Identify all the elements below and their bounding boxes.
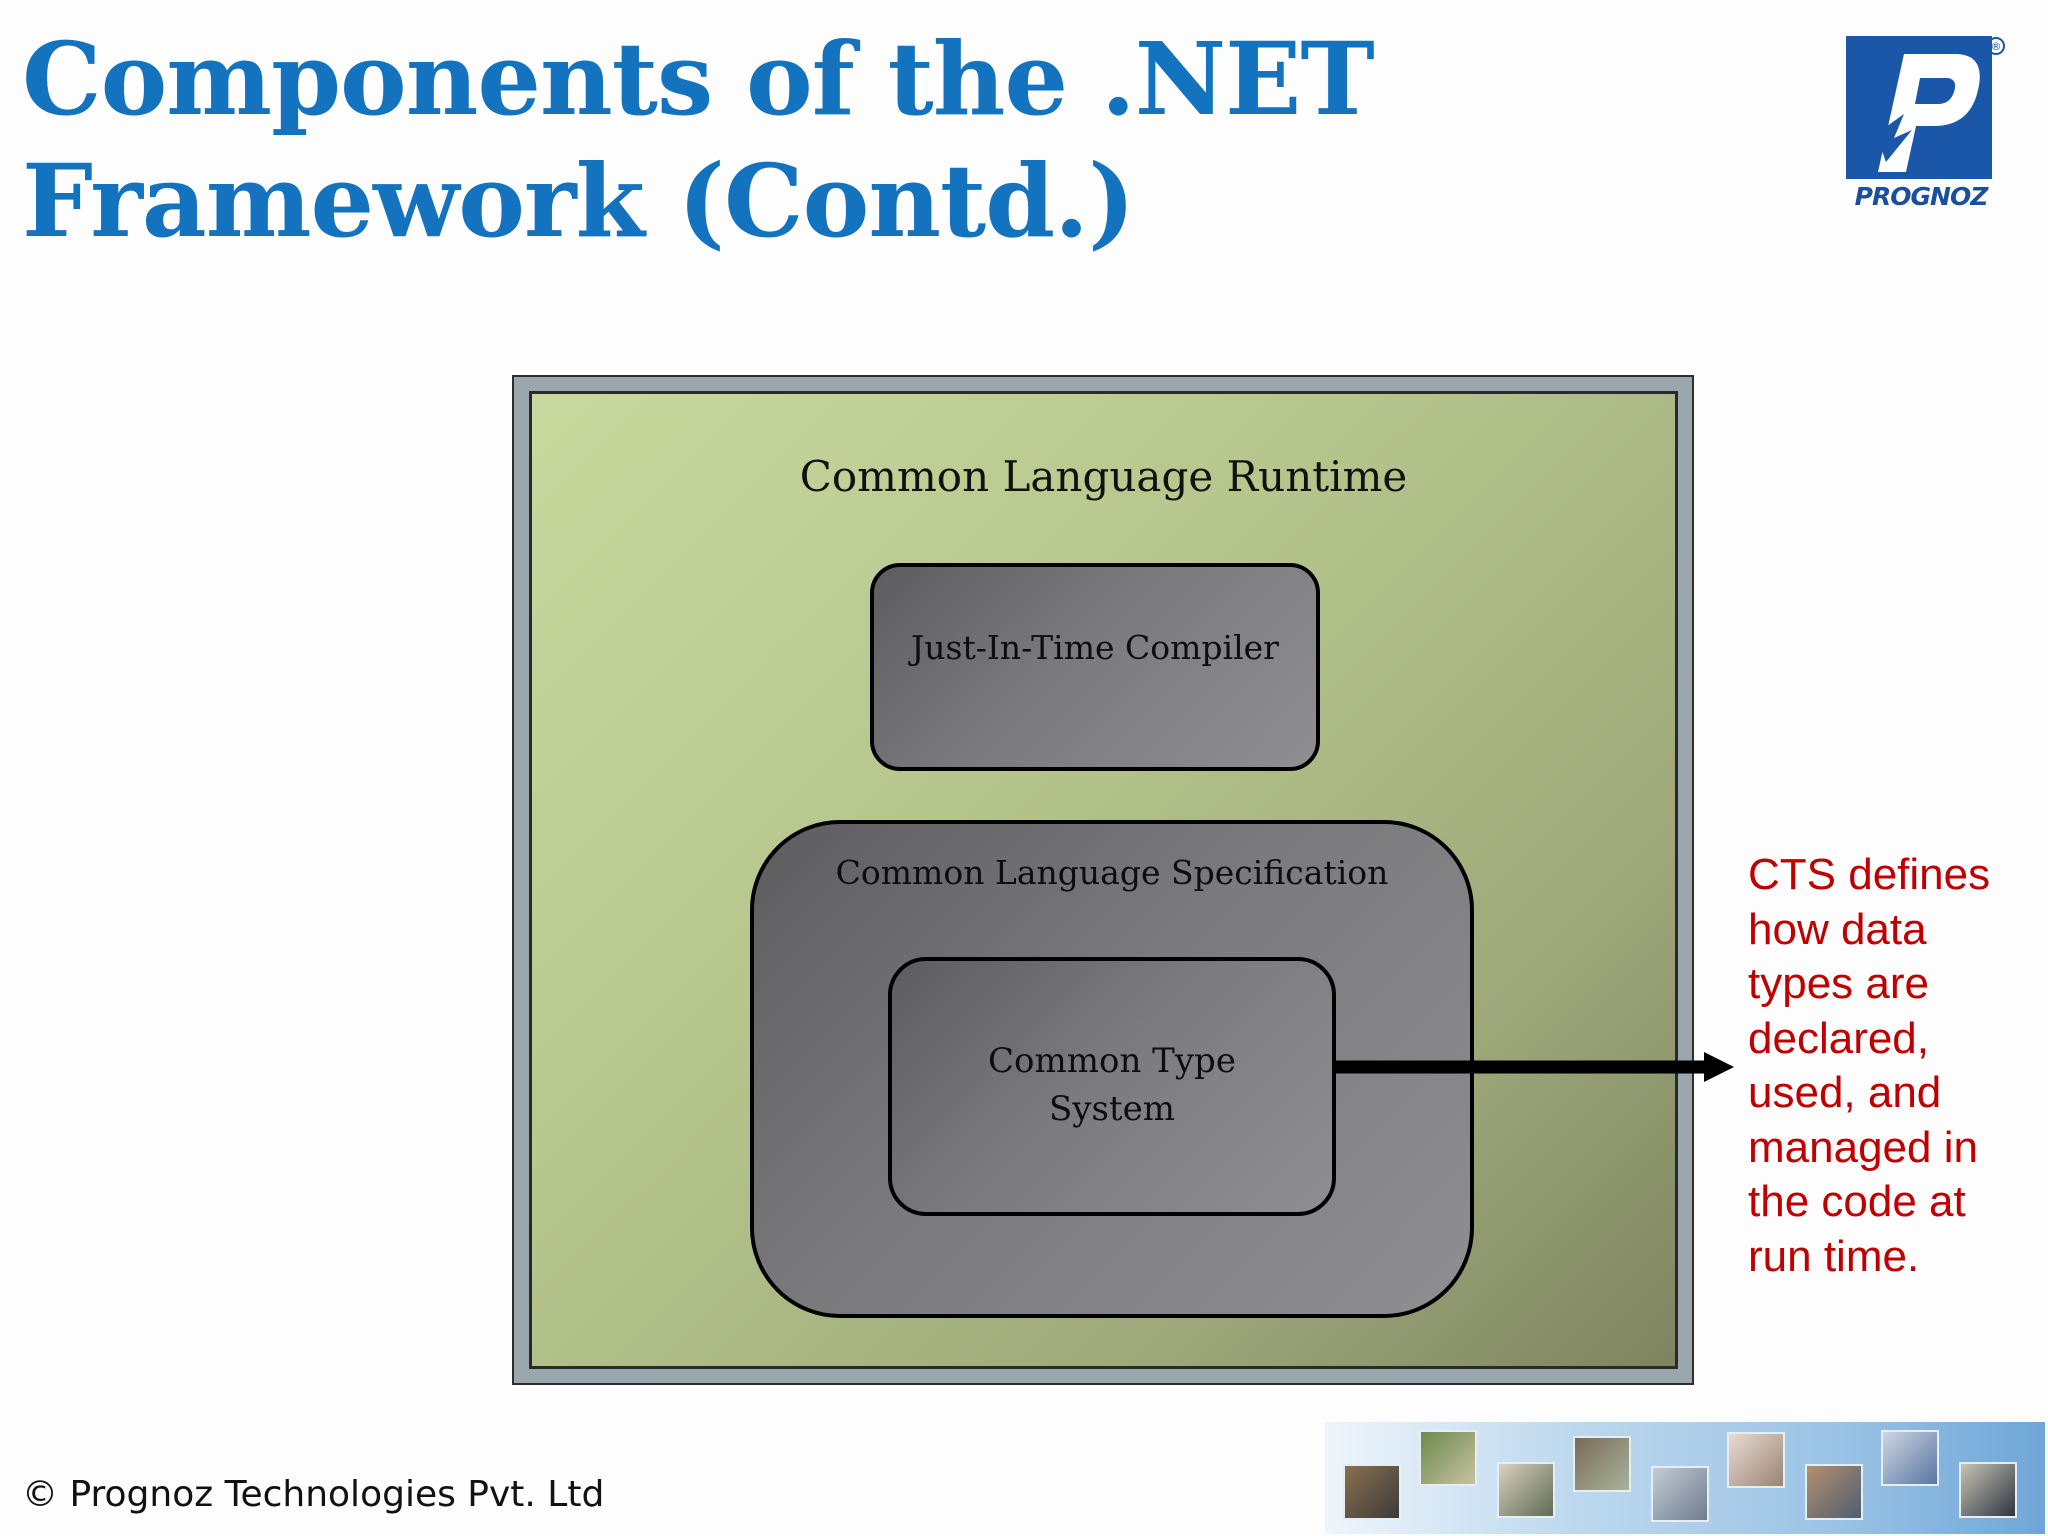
cts-note-line-8: run time. <box>1748 1231 1920 1281</box>
prognoz-p-icon: ® <box>1846 36 2005 179</box>
cts-arrow-icon <box>1334 1052 1734 1082</box>
photo-thumbnail-icon <box>1727 1432 1785 1488</box>
jit-compiler-box <box>870 563 1320 771</box>
cts-label-line-1: Common Type <box>988 1041 1236 1081</box>
copyright-footer: © Prognoz Technologies Pvt. Ltd <box>22 1474 605 1515</box>
photo-thumbnail-icon <box>1881 1430 1939 1486</box>
cts-note-line-1: CTS defines <box>1748 850 1991 899</box>
photo-thumbnail-icon <box>1573 1436 1631 1492</box>
photo-thumbnail-icon <box>1343 1464 1401 1520</box>
jit-compiler-label: Just-In-Time Compiler <box>911 628 1279 667</box>
cts-note: CTS defines how data types are declared,… <box>1748 848 2038 1284</box>
prognoz-logo: ® PROGNOZ <box>1846 34 2006 224</box>
cts-note-line-3: types are <box>1748 959 1929 1008</box>
photo-thumbnail-icon <box>1497 1462 1555 1518</box>
slide-title-line-1: Components of the .NET <box>22 20 1375 138</box>
photo-thumbnail-icon <box>1805 1464 1863 1520</box>
photo-thumbnail-icon <box>1651 1466 1709 1522</box>
cls-label: Common Language Specification <box>835 853 1389 892</box>
cts-label-line-2: System <box>1049 1089 1175 1129</box>
logo-wordmark: PROGNOZ <box>1854 182 1989 211</box>
cts-note-line-5: used, and <box>1748 1068 1942 1117</box>
cts-note-line-7: the code at <box>1748 1177 1966 1226</box>
photo-thumbnail-icon <box>1959 1462 2017 1518</box>
photo-thumbnail-icon <box>1419 1430 1477 1486</box>
cts-note-line-6: managed in <box>1748 1122 1978 1172</box>
cts-label: Common Type System <box>888 1037 1336 1133</box>
cts-note-line-4: declared, <box>1748 1013 1930 1063</box>
cts-note-line-2: how data <box>1748 904 1927 954</box>
registered-mark: ® <box>1991 40 2002 53</box>
cts-box <box>888 957 1336 1216</box>
slide-title-line-2: Framework (Contd.) <box>22 142 1135 260</box>
slide-title: Components of the .NET Framework (Contd.… <box>22 18 1522 262</box>
clr-label: Common Language Runtime <box>799 452 1408 501</box>
photo-strip <box>1325 1422 2045 1534</box>
